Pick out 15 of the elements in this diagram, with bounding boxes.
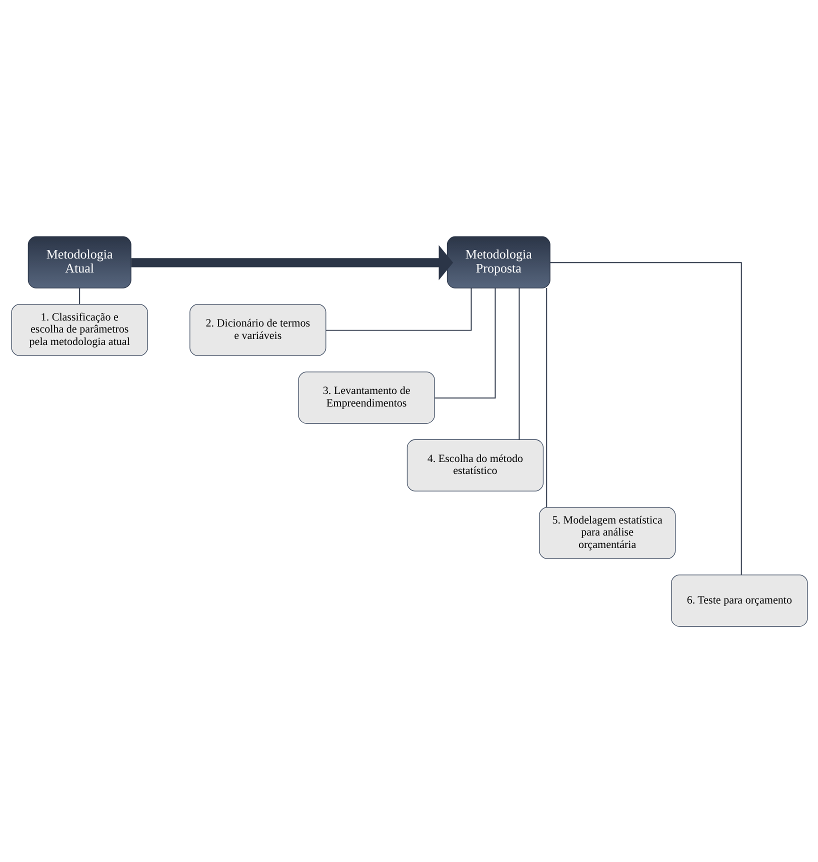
- node-box: Metodologia Proposta: [446, 236, 550, 288]
- connector: [546, 287, 547, 508]
- node-box: 5. Modelagem estatística para análise orçamentária: [538, 506, 676, 559]
- node-box: 3. Levantamento de Empreendimentos: [298, 371, 434, 424]
- node-box: 1. Classificação e escolha de parâmetros pela metodologia atual: [10, 303, 148, 356]
- node-box: Metodologia Atual: [27, 236, 131, 288]
- connector: [78, 287, 80, 304]
- connector: [549, 262, 742, 575]
- connector: [518, 287, 520, 440]
- node-box: 2. Dicionário de termos e variáveis: [189, 303, 326, 356]
- node-box: 6. Teste para orçamento: [670, 574, 808, 626]
- arrow: [130, 244, 453, 280]
- node-box: 4. Escolha do método estatístico: [406, 438, 544, 491]
- connector: [434, 287, 496, 398]
- connector: [324, 287, 472, 330]
